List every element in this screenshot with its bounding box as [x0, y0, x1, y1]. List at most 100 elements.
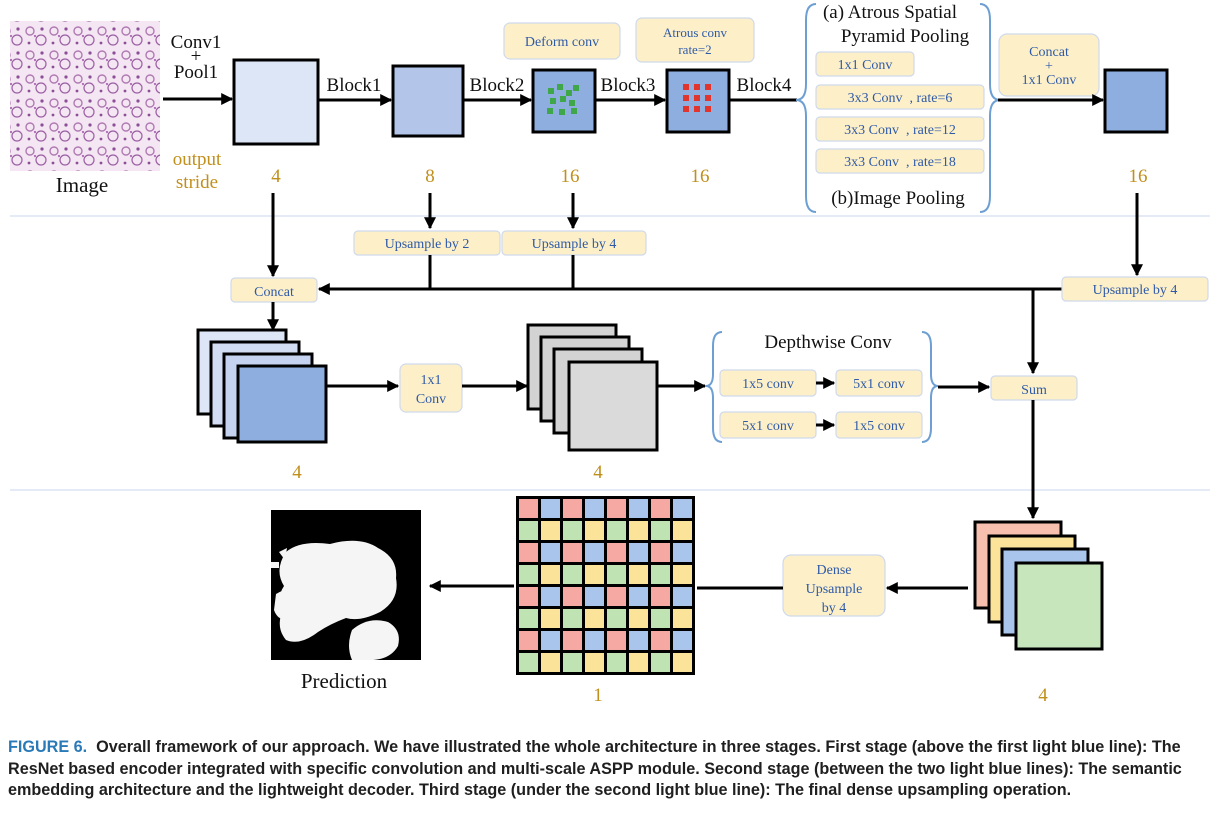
grid-cell — [563, 565, 582, 584]
stride-value-embed: 4 — [593, 462, 603, 483]
grid-cell — [585, 521, 604, 540]
grid-cell — [607, 587, 626, 606]
concat-conv-line1: Concat — [1029, 45, 1069, 60]
upsample4-right-box — [1061, 276, 1209, 302]
stride-value-concat: 4 — [292, 462, 302, 483]
grid-cell — [629, 609, 648, 628]
grid-cell — [541, 565, 560, 584]
grid-cell — [673, 631, 692, 650]
grid-cell — [651, 587, 670, 606]
deform-conv-box — [503, 22, 621, 60]
grid-cell — [585, 499, 604, 518]
figure-caption: FIGURE 6. Overall framework of our appro… — [8, 737, 1208, 802]
concat-conv-box — [998, 33, 1100, 97]
grid-cell — [519, 609, 538, 628]
grid-cell — [519, 631, 538, 650]
grid-cell — [673, 587, 692, 606]
concat-label: Concat — [254, 285, 294, 300]
dense-upsample-line2: Upsample — [806, 582, 863, 597]
grid-cell — [563, 499, 582, 518]
prediction-mask — [271, 510, 421, 660]
grid-cell — [519, 653, 538, 672]
figure-caption-text: Overall framework of our approach. We ha… — [8, 738, 1182, 800]
conv1x1-line1: 1x1 — [421, 373, 442, 388]
concat-conv-line3: 1x1 Conv — [1022, 73, 1077, 88]
grid-cell — [563, 587, 582, 606]
stride-value-1: 4 — [271, 166, 281, 187]
aspp-title-line2: Pyramid Pooling — [841, 26, 970, 47]
stride-value-3: 16 — [561, 166, 580, 187]
atrous-rate-label: rate=2 — [678, 42, 711, 57]
grid-cell — [629, 587, 648, 606]
input-image — [10, 21, 160, 171]
block2-label: Block2 — [470, 75, 525, 96]
grid-cell — [541, 587, 560, 606]
grid-cell — [541, 631, 560, 650]
grid-cell — [585, 631, 604, 650]
input-image-label: Image — [56, 173, 108, 197]
stride-value-2: 8 — [425, 166, 435, 187]
grid-cell — [607, 609, 626, 628]
aspp-op-rate12 — [815, 116, 985, 142]
grid-cell — [673, 499, 692, 518]
depthwise-left-brace — [705, 331, 723, 443]
grid-cell — [519, 565, 538, 584]
grid-cell — [629, 543, 648, 562]
aspp-op-rate18 — [815, 148, 985, 174]
grid-cell — [673, 565, 692, 584]
block4-label: Block4 — [737, 75, 792, 96]
grid-cell — [607, 499, 626, 518]
output-feature-stack — [973, 520, 1104, 651]
grid-cell — [585, 653, 604, 672]
dw-op-1x5-top-label: 1x5 conv — [742, 377, 794, 392]
grid-cell — [629, 653, 648, 672]
grid-cell — [607, 543, 626, 562]
depthwise-title: Depthwise Conv — [764, 332, 892, 353]
upsample2-box — [353, 230, 501, 256]
grid-cell — [585, 543, 604, 562]
sum-label: Sum — [1021, 383, 1047, 398]
block1-label: Block1 — [327, 75, 382, 96]
atrous-conv-box — [635, 17, 755, 63]
upsample4-right-label: Upsample by 4 — [1093, 283, 1178, 298]
aspp-op-rate6-label: 3x3 Conv , rate=6 — [848, 91, 953, 106]
grid-cell — [629, 521, 648, 540]
grid-cell — [629, 499, 648, 518]
concat-feature-stack — [196, 328, 328, 444]
dw-op-5x1-bottom-label: 5x1 conv — [742, 419, 794, 434]
grid-cell — [673, 521, 692, 540]
grid-cell — [563, 631, 582, 650]
block3-label: Block3 — [601, 75, 656, 96]
grid-cell — [519, 521, 538, 540]
feature-map-aspp-out — [1103, 68, 1169, 134]
grid-cell — [585, 609, 604, 628]
grid-cell — [607, 565, 626, 584]
dense-upsample-line1: Dense — [817, 563, 852, 578]
deform-conv-label: Deform conv — [525, 35, 599, 50]
conv1x1-line2: Conv — [416, 392, 446, 407]
feature-map-stride8 — [391, 64, 465, 138]
aspp-title-line1: (a) Atrous Spatial — [823, 2, 957, 23]
grid-cell — [541, 653, 560, 672]
grid-cell — [629, 565, 648, 584]
grid-cell — [563, 653, 582, 672]
conv1-label: Conv1 — [171, 32, 222, 53]
dw-op-5x1-top-label: 5x1 conv — [853, 377, 905, 392]
dw-op-1x5-bottom — [835, 411, 923, 439]
grid-cell — [607, 521, 626, 540]
dw-op-5x1-top — [835, 369, 923, 397]
dense-upsample-line3: by 4 — [822, 601, 847, 616]
grid-cell — [651, 653, 670, 672]
grid-cell — [651, 543, 670, 562]
aspp-op-1x1 — [815, 51, 915, 77]
grid-cell — [519, 587, 538, 606]
grid-cell — [541, 521, 560, 540]
dense-upsample-box — [782, 554, 886, 617]
upsample2-label: Upsample by 2 — [385, 237, 470, 252]
feature-map-stride4 — [232, 58, 320, 146]
stride-value-final: 1 — [593, 685, 603, 706]
grid-cell — [519, 543, 538, 562]
pool1-label: Pool1 — [174, 62, 218, 83]
grid-cell — [629, 631, 648, 650]
grid-cell — [673, 543, 692, 562]
